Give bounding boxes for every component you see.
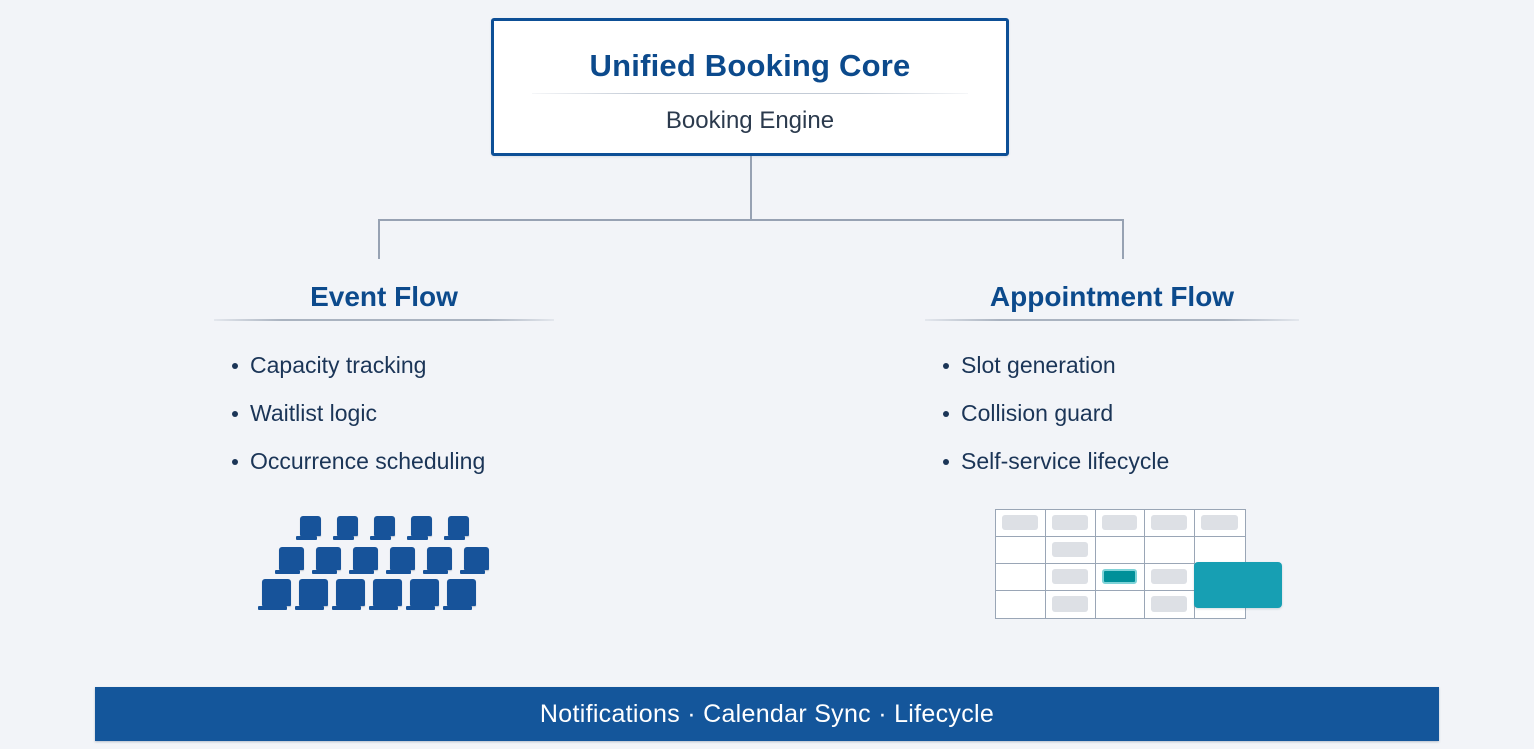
seat-marker xyxy=(312,547,341,574)
column-title-appointment-flow: Appointment Flow xyxy=(989,281,1235,312)
calendar-cell xyxy=(1145,591,1196,618)
list-item: Self-service lifecycle xyxy=(925,437,1299,485)
seat-marker xyxy=(423,547,452,574)
available-slot-chip xyxy=(1151,515,1188,530)
footer-bar: Notifications · Calendar Sync · Lifecycl… xyxy=(95,687,1439,741)
list-item: Slot generation xyxy=(925,341,1299,389)
seat-marker xyxy=(407,516,432,540)
seating-chart-icon xyxy=(258,508,489,610)
available-slot-chip xyxy=(1101,515,1138,530)
seat-marker xyxy=(295,579,328,610)
calendar-cell xyxy=(1195,537,1245,564)
column-divider-appointment-flow xyxy=(925,319,1299,321)
calendar-cell xyxy=(1145,537,1196,564)
connector-drop-left xyxy=(378,219,380,259)
column-appointment-flow: Appointment Flow Slot generation Collisi… xyxy=(925,278,1299,485)
core-divider xyxy=(532,93,968,94)
seat-marker xyxy=(460,547,489,574)
seat-marker xyxy=(275,547,304,574)
calendar-cell xyxy=(1195,510,1245,537)
available-slot-chip xyxy=(1151,596,1188,612)
calendar-cell xyxy=(1145,564,1196,591)
list-item: Waitlist logic xyxy=(214,389,554,437)
available-slot-chip xyxy=(1051,515,1088,530)
calendar-cell xyxy=(1045,537,1096,564)
calendar-cell xyxy=(1045,510,1096,537)
calendar-cell xyxy=(1095,510,1146,537)
list-item: Capacity tracking xyxy=(214,341,554,389)
booking-overlay-block xyxy=(1194,562,1282,608)
seat-marker xyxy=(349,547,378,574)
column-title-event-flow: Event Flow xyxy=(310,281,458,312)
seat-marker xyxy=(333,516,358,540)
seat-marker xyxy=(332,579,365,610)
seat-marker xyxy=(296,516,321,540)
footer-label: Notifications · Calendar Sync · Lifecycl… xyxy=(539,699,995,728)
calendar-cell xyxy=(1095,537,1146,564)
seat-marker xyxy=(258,579,291,610)
column-divider-event-flow xyxy=(214,319,554,321)
calendar-cell xyxy=(996,564,1046,591)
calendar-cell xyxy=(1045,564,1096,591)
connector-drop-right xyxy=(1122,219,1124,259)
calendar-cell xyxy=(996,591,1046,618)
booked-slot-chip xyxy=(1101,569,1138,584)
seat-marker xyxy=(444,516,469,540)
list-item: Occurrence scheduling xyxy=(214,437,554,485)
available-slot-chip xyxy=(1002,515,1038,530)
calendar-cell xyxy=(1095,591,1146,618)
seat-marker xyxy=(386,547,415,574)
seat-marker xyxy=(370,516,395,540)
seat-marker xyxy=(369,579,402,610)
connector-horizontal-bar xyxy=(378,219,1124,221)
calendar-cell xyxy=(996,510,1046,537)
bullet-list-event-flow: Capacity tracking Waitlist logic Occurre… xyxy=(214,341,554,485)
available-slot-chip xyxy=(1051,542,1088,557)
seat-marker xyxy=(443,579,476,610)
unified-booking-core-box: Unified Booking Core Booking Engine xyxy=(491,18,1009,156)
core-subtitle: Booking Engine xyxy=(665,107,835,134)
seat-marker xyxy=(406,579,439,610)
available-slot-chip xyxy=(1151,569,1188,584)
column-event-flow: Event Flow Capacity tracking Waitlist lo… xyxy=(214,278,554,485)
calendar-cell xyxy=(1145,510,1196,537)
calendar-cell xyxy=(1045,591,1096,618)
calendar-cell xyxy=(996,537,1046,564)
bullet-list-appointment-flow: Slot generation Collision guard Self-ser… xyxy=(925,341,1299,485)
available-slot-chip xyxy=(1051,596,1088,612)
calendar-cell xyxy=(1095,564,1146,591)
available-slot-chip xyxy=(1051,569,1088,584)
connector-stem xyxy=(750,156,752,220)
available-slot-chip xyxy=(1201,515,1238,530)
list-item: Collision guard xyxy=(925,389,1299,437)
core-title: Unified Booking Core xyxy=(589,48,911,83)
